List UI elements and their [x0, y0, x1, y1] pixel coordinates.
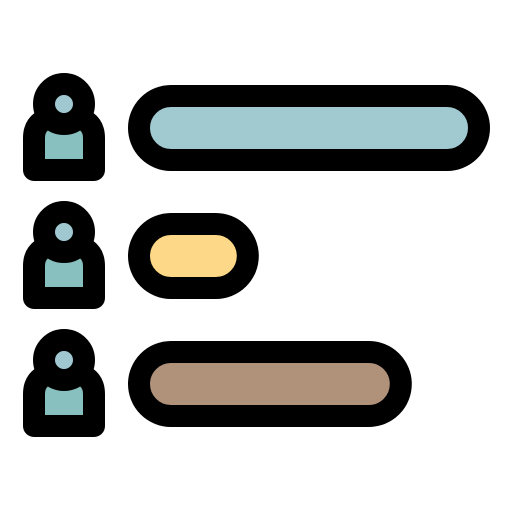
- user-icon: [23, 73, 105, 181]
- ranking-bar: [128, 341, 412, 427]
- person-head: [33, 329, 95, 391]
- person-head: [33, 201, 95, 263]
- person-head: [33, 73, 95, 135]
- ranking-bar: [128, 85, 490, 171]
- ranking-bar: [128, 213, 259, 299]
- user-icon: [23, 201, 105, 309]
- ranking-row: [23, 73, 490, 181]
- ranking-row: [23, 329, 412, 437]
- ranking-row: [23, 201, 259, 309]
- user-icon: [23, 329, 105, 437]
